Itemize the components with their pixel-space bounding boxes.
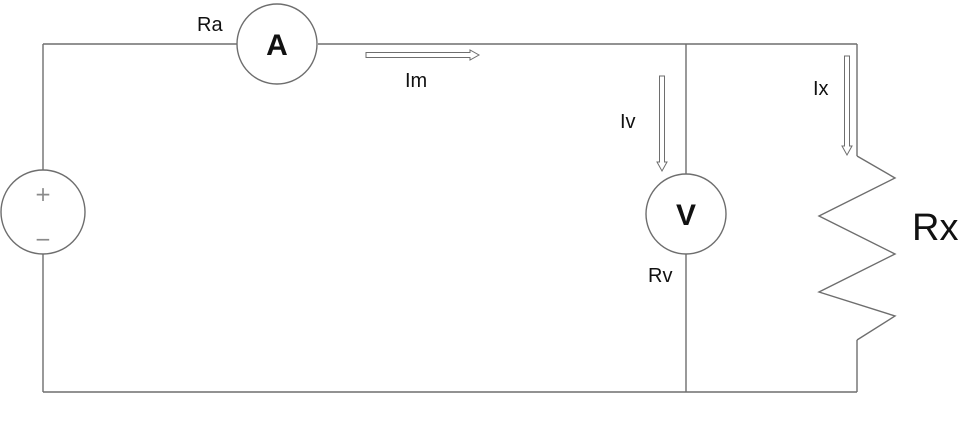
iv-arrow-shape xyxy=(656,75,668,173)
ammeter: A xyxy=(236,3,318,85)
ammeter-circle xyxy=(236,3,318,85)
ix-arrow xyxy=(841,55,853,157)
im-label: Im xyxy=(405,70,427,92)
im-arrow-shape xyxy=(365,49,481,61)
im-arrow xyxy=(365,49,481,61)
rx-label: Rx xyxy=(912,207,958,249)
source-minus-sign: − xyxy=(35,227,52,251)
voltage-source-circle xyxy=(0,169,86,255)
source-plus-sign: + xyxy=(35,182,52,206)
resistor-zigzag xyxy=(817,155,897,341)
ammeter-label: A xyxy=(266,29,288,62)
iv-label: Iv xyxy=(620,111,636,133)
voltmeter-label: V xyxy=(676,199,696,232)
voltage-source: + − xyxy=(0,169,86,255)
iv-arrow xyxy=(656,75,668,173)
voltmeter-circle xyxy=(645,173,727,255)
wires xyxy=(42,43,858,393)
ra-label: Ra xyxy=(197,14,223,36)
resistor-rx xyxy=(817,155,897,341)
voltmeter: V xyxy=(645,173,727,255)
ix-label: Ix xyxy=(813,78,829,100)
rv-label: Rv xyxy=(648,265,672,287)
ix-arrow-shape xyxy=(841,55,853,157)
